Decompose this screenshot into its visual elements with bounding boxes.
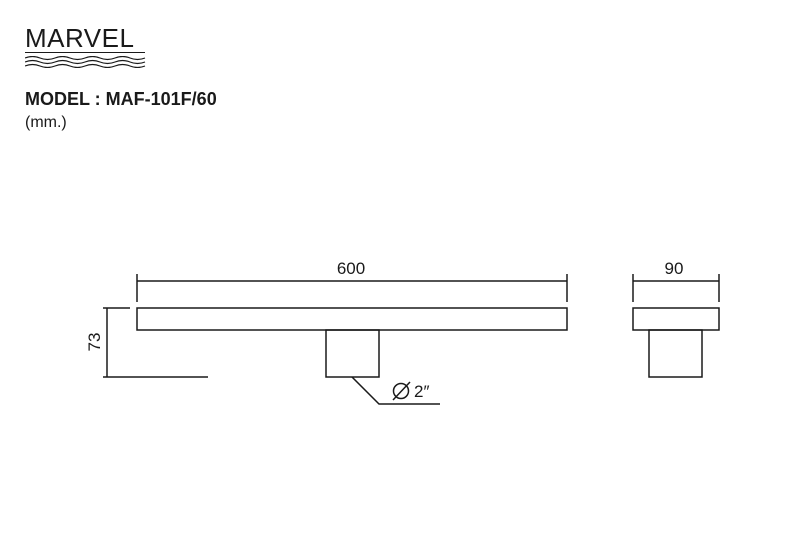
model-title: MODEL : MAF-101F/60 bbox=[25, 89, 217, 109]
unit-label: (mm.) bbox=[25, 114, 67, 131]
side-view-plate bbox=[632, 307, 720, 331]
front-view-bar bbox=[136, 307, 568, 331]
logo-wordmark: MARVEL bbox=[25, 23, 135, 53]
side-view-pipe bbox=[648, 329, 703, 378]
front-view-pipe bbox=[325, 329, 380, 378]
height-dimension-line bbox=[103, 307, 208, 378]
length-label: 600 bbox=[337, 259, 365, 278]
wave-icon bbox=[25, 56, 146, 68]
diameter-leader-line bbox=[351, 376, 440, 405]
diameter-symbol-icon bbox=[392, 381, 411, 401]
depth-label: 90 bbox=[665, 259, 684, 278]
marvel-logo: MARVEL bbox=[25, 24, 147, 68]
depth-dimension-line bbox=[632, 274, 720, 302]
pipe-diameter-label: 2″ bbox=[414, 382, 429, 401]
height-label: 73 bbox=[85, 333, 104, 352]
logo-underline bbox=[25, 52, 145, 53]
length-dimension-line bbox=[136, 274, 568, 302]
